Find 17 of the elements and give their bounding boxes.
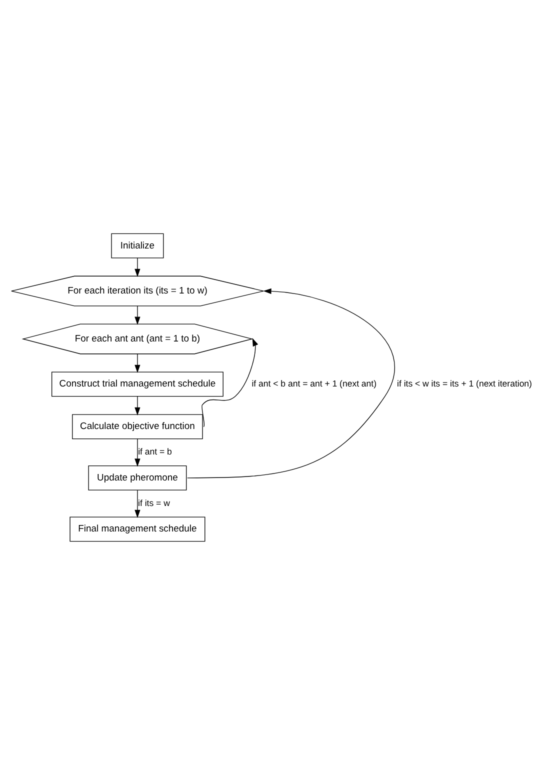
arrow — [134, 353, 140, 372]
arrow — [187, 288, 395, 478]
edge-label: if its = w — [138, 497, 170, 508]
node-box: Update pheromone — [88, 464, 187, 490]
arrow — [134, 396, 140, 415]
arrow — [202, 338, 258, 426]
arrow — [134, 489, 140, 518]
arrow — [134, 438, 140, 466]
arrow — [134, 305, 140, 324]
node-box: Initialize — [111, 232, 164, 258]
edge-label: if ant = b — [138, 446, 172, 456]
arrow — [134, 257, 140, 276]
node-box: Calculate objective function — [72, 414, 203, 439]
edge-label: if its < w its = its + 1 (next iteration) — [397, 378, 532, 388]
node-box: Construct trial management schedule — [51, 371, 224, 396]
node-box: Final management schedule — [70, 516, 206, 542]
edge-label: if ant < b ant = ant + 1 (next ant) — [252, 378, 377, 388]
